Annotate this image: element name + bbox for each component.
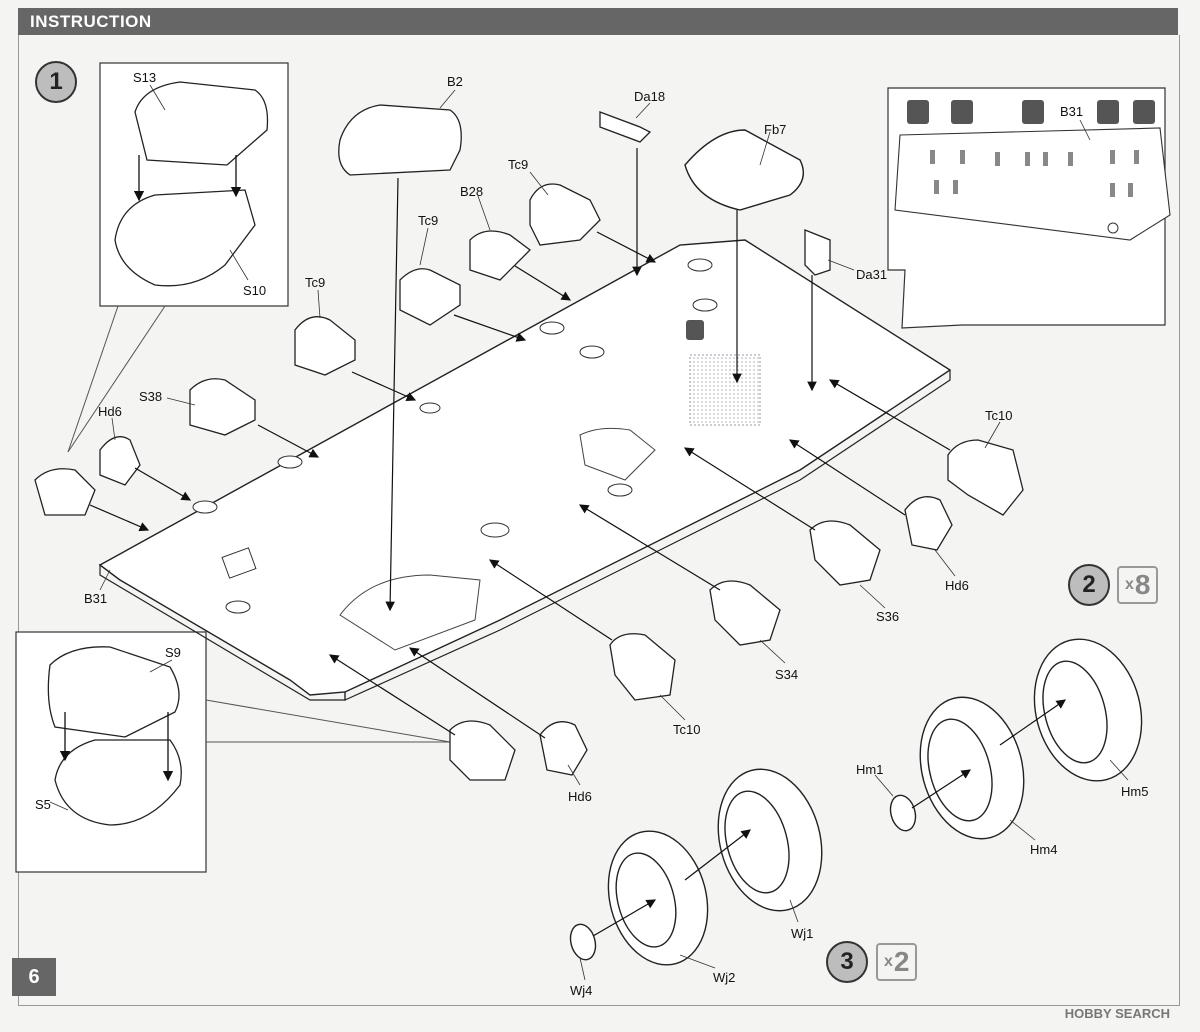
label-b28: B28 [460, 184, 484, 199]
label-s36: S36 [876, 609, 900, 624]
label-s10: S10 [243, 283, 267, 298]
label-s5: S5 [35, 797, 51, 812]
label-tc10-1: Tc10 [985, 408, 1013, 423]
label-wj1: Wj1 [791, 926, 814, 941]
part-tc9-2 [399, 268, 461, 326]
part-b2 [338, 104, 462, 176]
label-tc9-2: Tc9 [418, 213, 439, 228]
part-tc9-1 [529, 183, 601, 246]
step-2-badge: 2 [1068, 564, 1110, 606]
header-bar [18, 8, 1178, 35]
label-tc9-3: Tc9 [305, 275, 326, 290]
part-hd6-3 [539, 721, 588, 776]
label-b31-detail: B31 [1060, 104, 1084, 119]
label-da18: Da18 [634, 89, 666, 104]
page-header: INSTRUCTION [0, 0, 1200, 40]
label-b31: B31 [84, 591, 108, 606]
step-1-badge: 1 [35, 61, 77, 103]
label-wj4: Wj4 [570, 983, 593, 998]
label-s13: S13 [133, 70, 157, 85]
part-s13 [134, 81, 269, 166]
part-hd6-2 [904, 496, 953, 551]
part-s36 [809, 520, 881, 586]
part-bracket-left [34, 468, 96, 516]
label-b2: B2 [447, 74, 463, 89]
label-hm5: Hm5 [1121, 784, 1149, 799]
hub-wj4 [569, 923, 597, 961]
multiplier-prefix: x [1125, 576, 1134, 593]
header-title: INSTRUCTION [30, 12, 152, 31]
label-hd6-3: Hd6 [568, 789, 592, 804]
part-da31 [804, 229, 831, 276]
part-bracket-bottom [449, 720, 516, 781]
label-s34: S34 [775, 667, 799, 682]
label-fb7: Fb7 [764, 122, 787, 137]
part-s5 [54, 739, 182, 826]
part-fb7 [684, 129, 804, 211]
part-s34 [709, 580, 781, 646]
part-tc10-1 [947, 439, 1024, 516]
part-da18 [599, 111, 652, 143]
step-3-badge: 3 [826, 941, 868, 983]
multiplier-count: 8 [1134, 569, 1151, 600]
part-s9 [47, 646, 180, 738]
label-hd6-1: Hd6 [98, 404, 122, 419]
watermark-logo: HOBBY SEARCH [1064, 1006, 1170, 1021]
label-wj2: Wj2 [713, 970, 736, 985]
page-number: 6 [12, 958, 56, 996]
hub-hm1 [889, 794, 917, 832]
multiplier-prefix: x [884, 953, 893, 970]
label-s9: S9 [165, 645, 181, 660]
label-tc10-2: Tc10 [673, 722, 701, 737]
part-s38 [189, 378, 256, 436]
part-s10 [114, 189, 256, 287]
label-hm4: Hm4 [1030, 842, 1058, 857]
label-s38: S38 [139, 389, 163, 404]
label-hm1: Hm1 [856, 762, 884, 777]
label-tc9-1: Tc9 [508, 157, 529, 172]
label-hd6-2: Hd6 [945, 578, 969, 593]
part-tc10-2 [609, 633, 676, 701]
page-frame [18, 35, 1180, 1006]
part-hd6-1 [99, 436, 141, 486]
multiplier-count: 2 [893, 946, 910, 977]
part-tc9-3 [294, 316, 356, 376]
hull-floor [98, 239, 952, 696]
label-da31: Da31 [856, 267, 888, 282]
part-b28 [469, 230, 531, 281]
